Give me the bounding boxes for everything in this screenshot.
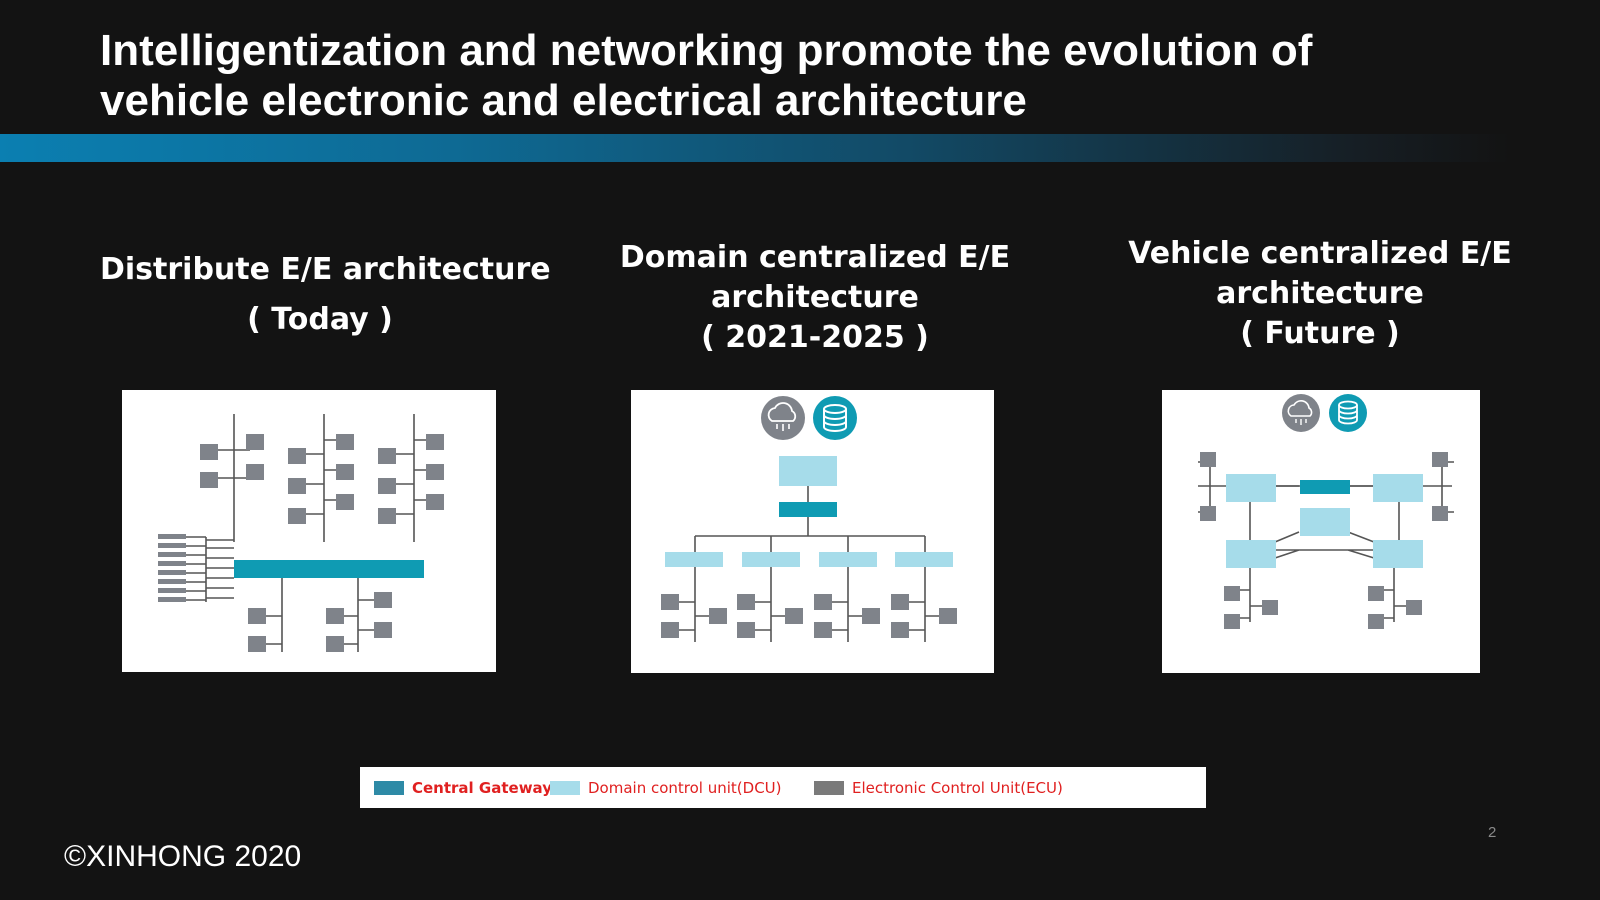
diagram-distributed-svg xyxy=(158,414,444,652)
column-heading-line: ( Today ) xyxy=(247,302,393,337)
diagram-distributed xyxy=(122,390,496,672)
diagram-domain-svg xyxy=(661,396,957,642)
column-heading-line: architecture xyxy=(711,280,919,315)
diagram-vehicle-svg xyxy=(1198,394,1454,629)
slide-title: Intelligentization and networking promot… xyxy=(100,26,1520,126)
legend-label: Domain control unit(DCU) xyxy=(588,778,782,797)
central-gateway-bus xyxy=(234,560,424,578)
legend-label: Central Gateway xyxy=(412,778,552,797)
legend: Central Gateway Domain control unit(DCU)… xyxy=(360,767,1206,808)
database-icon xyxy=(1329,394,1367,432)
column-heading-distributed: Distribute E/E architecture ( Today ) xyxy=(100,250,551,340)
column-heading-line: architecture xyxy=(1216,276,1424,311)
column-heading-line: ( 2021-2025 ) xyxy=(701,320,929,355)
diagram-domain-centralized xyxy=(631,390,994,673)
cloud-icon xyxy=(1282,394,1320,432)
column-heading-line: Vehicle centralized E/E xyxy=(1128,236,1512,271)
legend-item-central-gateway: Central Gateway xyxy=(374,767,552,808)
column-heading-domain: Domain centralized E/E architecture ( 20… xyxy=(600,238,1030,358)
legend-swatch xyxy=(814,780,844,795)
footer-copyright: ©XINHONG 2020 xyxy=(64,840,302,873)
ecu-blocks xyxy=(158,434,444,652)
legend-item-dcu: Domain control unit(DCU) xyxy=(550,767,782,808)
slide-title-line1: Intelligentization and networking promot… xyxy=(100,26,1313,75)
slide-title-line2: vehicle electronic and electrical archit… xyxy=(100,76,1027,125)
legend-swatch xyxy=(374,780,404,795)
column-heading-vehicle: Vehicle centralized E/E architecture ( F… xyxy=(1120,234,1520,354)
title-accent-band xyxy=(0,134,1510,162)
column-heading-line: ( Future ) xyxy=(1240,316,1400,351)
central-gateway xyxy=(1300,480,1350,494)
database-icon xyxy=(813,396,857,440)
column-heading-line: Distribute E/E architecture xyxy=(100,252,551,287)
legend-item-ecu: Electronic Control Unit(ECU) xyxy=(814,767,1063,808)
column-heading-line: Domain centralized E/E xyxy=(619,240,1011,275)
diagram-vehicle-centralized xyxy=(1162,390,1480,673)
cloud-icon xyxy=(761,396,805,440)
page-number: 2 xyxy=(1488,824,1497,841)
legend-swatch xyxy=(550,780,580,795)
legend-label: Electronic Control Unit(ECU) xyxy=(852,778,1063,797)
